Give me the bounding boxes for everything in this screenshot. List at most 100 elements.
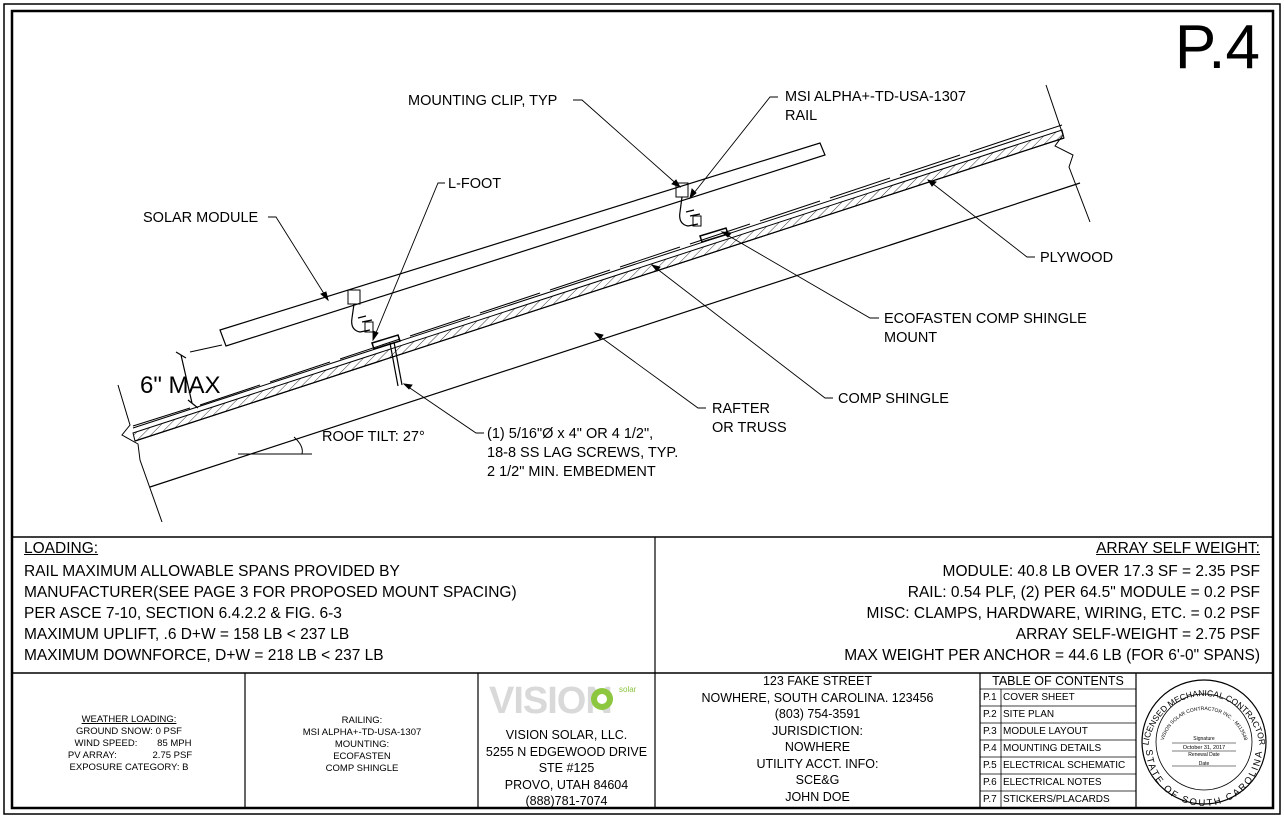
toc-item-number: P.5: [983, 760, 997, 771]
array-weight-line: RAIL: 0.54 PLF, (2) PER 64.5" MODULE = 0…: [907, 584, 1260, 601]
toc-item-label: STICKERS/PLACARDS: [1003, 794, 1110, 805]
project-block: 123 FAKE STREET NOWHERE, SOUTH CAROLINA.…: [656, 673, 979, 805]
exposure-category: EXPOSURE CATEGORY: B: [69, 762, 189, 773]
mounting-value-1: ECOFASTEN: [333, 751, 391, 762]
break-line-left: [117, 384, 163, 523]
toc-item: P.6 ELECTRICAL NOTES: [981, 774, 1135, 791]
toc-item: P.2 SITE PLAN: [981, 706, 1135, 723]
loading-line: MAXIMUM DOWNFORCE, D+W = 218 LB < 237 LB: [24, 647, 384, 664]
company-phone: (888)781-7074: [525, 794, 608, 808]
jurisdiction-value: NOWHERE: [784, 740, 851, 754]
mounting-value-2: COMP SHINGLE: [325, 763, 399, 774]
loading-line: MAXIMUM UPLIFT, .6 D+W = 158 LB < 237 LB: [24, 626, 350, 643]
toc-item-label: ELECTRICAL NOTES: [1003, 777, 1102, 788]
materials-block: RAILING: MSI ALPHA+-TD-USA-1307 MOUNTING…: [247, 715, 477, 775]
company-address-2: STE #125: [538, 761, 595, 775]
toc-item: P.3 MODULE LAYOUT: [981, 723, 1135, 740]
array-self-weight-notes: MODULE: 40.8 LB OVER 17.3 SF = 2.35 PSF …: [844, 561, 1260, 666]
utility-value: SCE&G: [795, 773, 840, 787]
array-self-weight-title: ARRAY SELF WEIGHT:: [1096, 540, 1260, 557]
vision-solar-logo: VISION solar: [489, 680, 637, 722]
array-weight-line: MAX WEIGHT PER ANCHOR = 44.6 LB (FOR 6'-…: [844, 647, 1260, 664]
toc-item: P.1 COVER SHEET: [981, 689, 1135, 706]
company-block: VISION SOLAR, LLC. 5255 N EDGEWOOD DRIVE…: [479, 727, 654, 810]
wind-speed-value: 85 MPH: [157, 738, 192, 749]
toc-item-number: P.2: [983, 709, 997, 720]
toc-item-label: ELECTRICAL SCHEMATIC: [1003, 760, 1126, 771]
module-edge-left: [189, 344, 223, 353]
company-city: PROVO, UTAH 84604: [504, 777, 629, 792]
toc-item: P.5 ELECTRICAL SCHEMATIC: [981, 757, 1135, 774]
project-city: NOWHERE, SOUTH CAROLINA. 123456: [701, 690, 934, 705]
toc-item-number: P.4: [983, 743, 997, 754]
toc-grid: [980, 688, 1136, 808]
outer-border: [3, 3, 1281, 815]
logo-sub: solar: [619, 685, 637, 694]
mount-left: [347, 289, 403, 387]
contractor-seal: LICENSED MECHANICAL CONTRACTOR VISION SO…: [1140, 679, 1268, 809]
pv-array-label: PV ARRAY:: [67, 750, 117, 761]
railing-label: RAILING:: [341, 715, 383, 726]
toc-item-number: P.7: [983, 794, 997, 805]
max-height-dimension: [175, 351, 199, 409]
toc-item-number: P.6: [983, 777, 997, 788]
callout-ecofasten-line1: ECOFASTEN COMP SHINGLE: [884, 311, 1087, 327]
callout-rafter-line2: OR TRUSS: [712, 420, 787, 436]
array-weight-line: MISC: CLAMPS, HARDWARE, WIRING, ETC. = 0…: [866, 605, 1260, 622]
callout-comp-shingle: COMP SHINGLE: [838, 391, 949, 407]
toc-item: P.7 STICKERS/PLACARDS: [981, 791, 1135, 808]
ground-snow-label: GROUND SNOW:: [76, 726, 153, 737]
callout-plywood: PLYWOOD: [1040, 250, 1113, 266]
tilt-arc: [293, 436, 303, 455]
rafter-bottom-edge: [149, 182, 1081, 488]
rafter-top-edge: [134, 137, 1065, 442]
jurisdiction-label: JURISDICTION:: [772, 723, 863, 738]
company-name: VISION SOLAR, LLC.: [505, 728, 628, 742]
project-street: 123 FAKE STREET: [762, 674, 873, 688]
callout-lag-line1: (1) 5/16"Ø x 4" OR 4 1/2",: [487, 426, 653, 442]
project-phone: (803) 754-3591: [774, 707, 861, 721]
callout-lag-line2: 18-8 SS LAG SCREWS, TYP.: [487, 445, 678, 461]
shingle-steps: [132, 131, 1031, 427]
shingle-top-line: [132, 124, 1063, 429]
mounting-label: MOUNTING:: [334, 739, 390, 750]
callout-l-foot: L-FOOT: [448, 176, 501, 192]
loading-line: PER ASCE 7-10, SECTION 6.4.2.2 & FIG. 6-…: [24, 605, 342, 622]
utility-label: UTILITY ACCT. INFO:: [756, 756, 879, 771]
callout-rail-line2: RAIL: [785, 108, 817, 124]
solar-module: [219, 142, 826, 347]
callout-roof-tilt: ROOF TILT: 27°: [322, 429, 425, 445]
callout-max-height: 6" MAX: [140, 372, 221, 399]
array-weight-line: MODULE: 40.8 LB OVER 17.3 SF = 2.35 PSF: [942, 563, 1260, 580]
callout-ecofasten-line2: MOUNT: [884, 330, 937, 346]
callout-rail-line1: MSI ALPHA+-TD-USA-1307: [785, 89, 966, 105]
toc-item: P.4 MOUNTING DETAILS: [981, 740, 1135, 757]
toc-item-number: P.1: [983, 692, 997, 703]
loading-notes: RAIL MAXIMUM ALLOWABLE SPANS PROVIDED BY…: [24, 561, 517, 666]
seal-renewal-date: October 31, 2017: [1183, 745, 1226, 751]
company-address-1: 5255 N EDGEWOOD DRIVE: [485, 744, 648, 759]
callout-mounting-clip: MOUNTING CLIP, TYP: [408, 93, 557, 109]
railing-value: MSI ALPHA+-TD-USA-1307: [302, 727, 422, 738]
toc-item-label: MOUNTING DETAILS: [1003, 743, 1102, 754]
seal-signature-label: Signature: [1193, 736, 1215, 742]
ground-snow-row: GROUND SNOW: 0 PSF: [14, 726, 244, 738]
toc-item-label: COVER SHEET: [1003, 692, 1075, 703]
seal-renewal-label: Renewal Date: [1188, 752, 1220, 758]
toc-title: TABLE OF CONTENTS: [992, 674, 1124, 688]
loading-line: MANUFACTURER(SEE PAGE 3 FOR PROPOSED MOU…: [24, 584, 517, 601]
wind-speed-row: WIND SPEED: 85 MPH: [14, 738, 244, 750]
loading-line: RAIL MAXIMUM ALLOWABLE SPANS PROVIDED BY: [24, 563, 400, 580]
pv-array-value: 2.75 PSF: [152, 750, 193, 761]
toc-item-label: SITE PLAN: [1003, 709, 1055, 720]
roof-section-drawing: MOUNTING CLIP, TYP MSI ALPHA+-TD-USA-130…: [117, 84, 1113, 523]
leader-lines: [268, 96, 1035, 434]
callout-rafter-line1: RAFTER: [712, 401, 770, 417]
callout-lag-line3: 2 1/2" MIN. EMBEDMENT: [487, 464, 656, 480]
weather-loading-block: WEATHER LOADING: GROUND SNOW: 0 PSF WIND…: [14, 714, 244, 774]
wind-speed-label: WIND SPEED:: [74, 738, 138, 749]
page-id: P.4: [1175, 13, 1260, 82]
break-line-right: [1045, 84, 1091, 223]
toc-item-number: P.3: [983, 726, 997, 737]
